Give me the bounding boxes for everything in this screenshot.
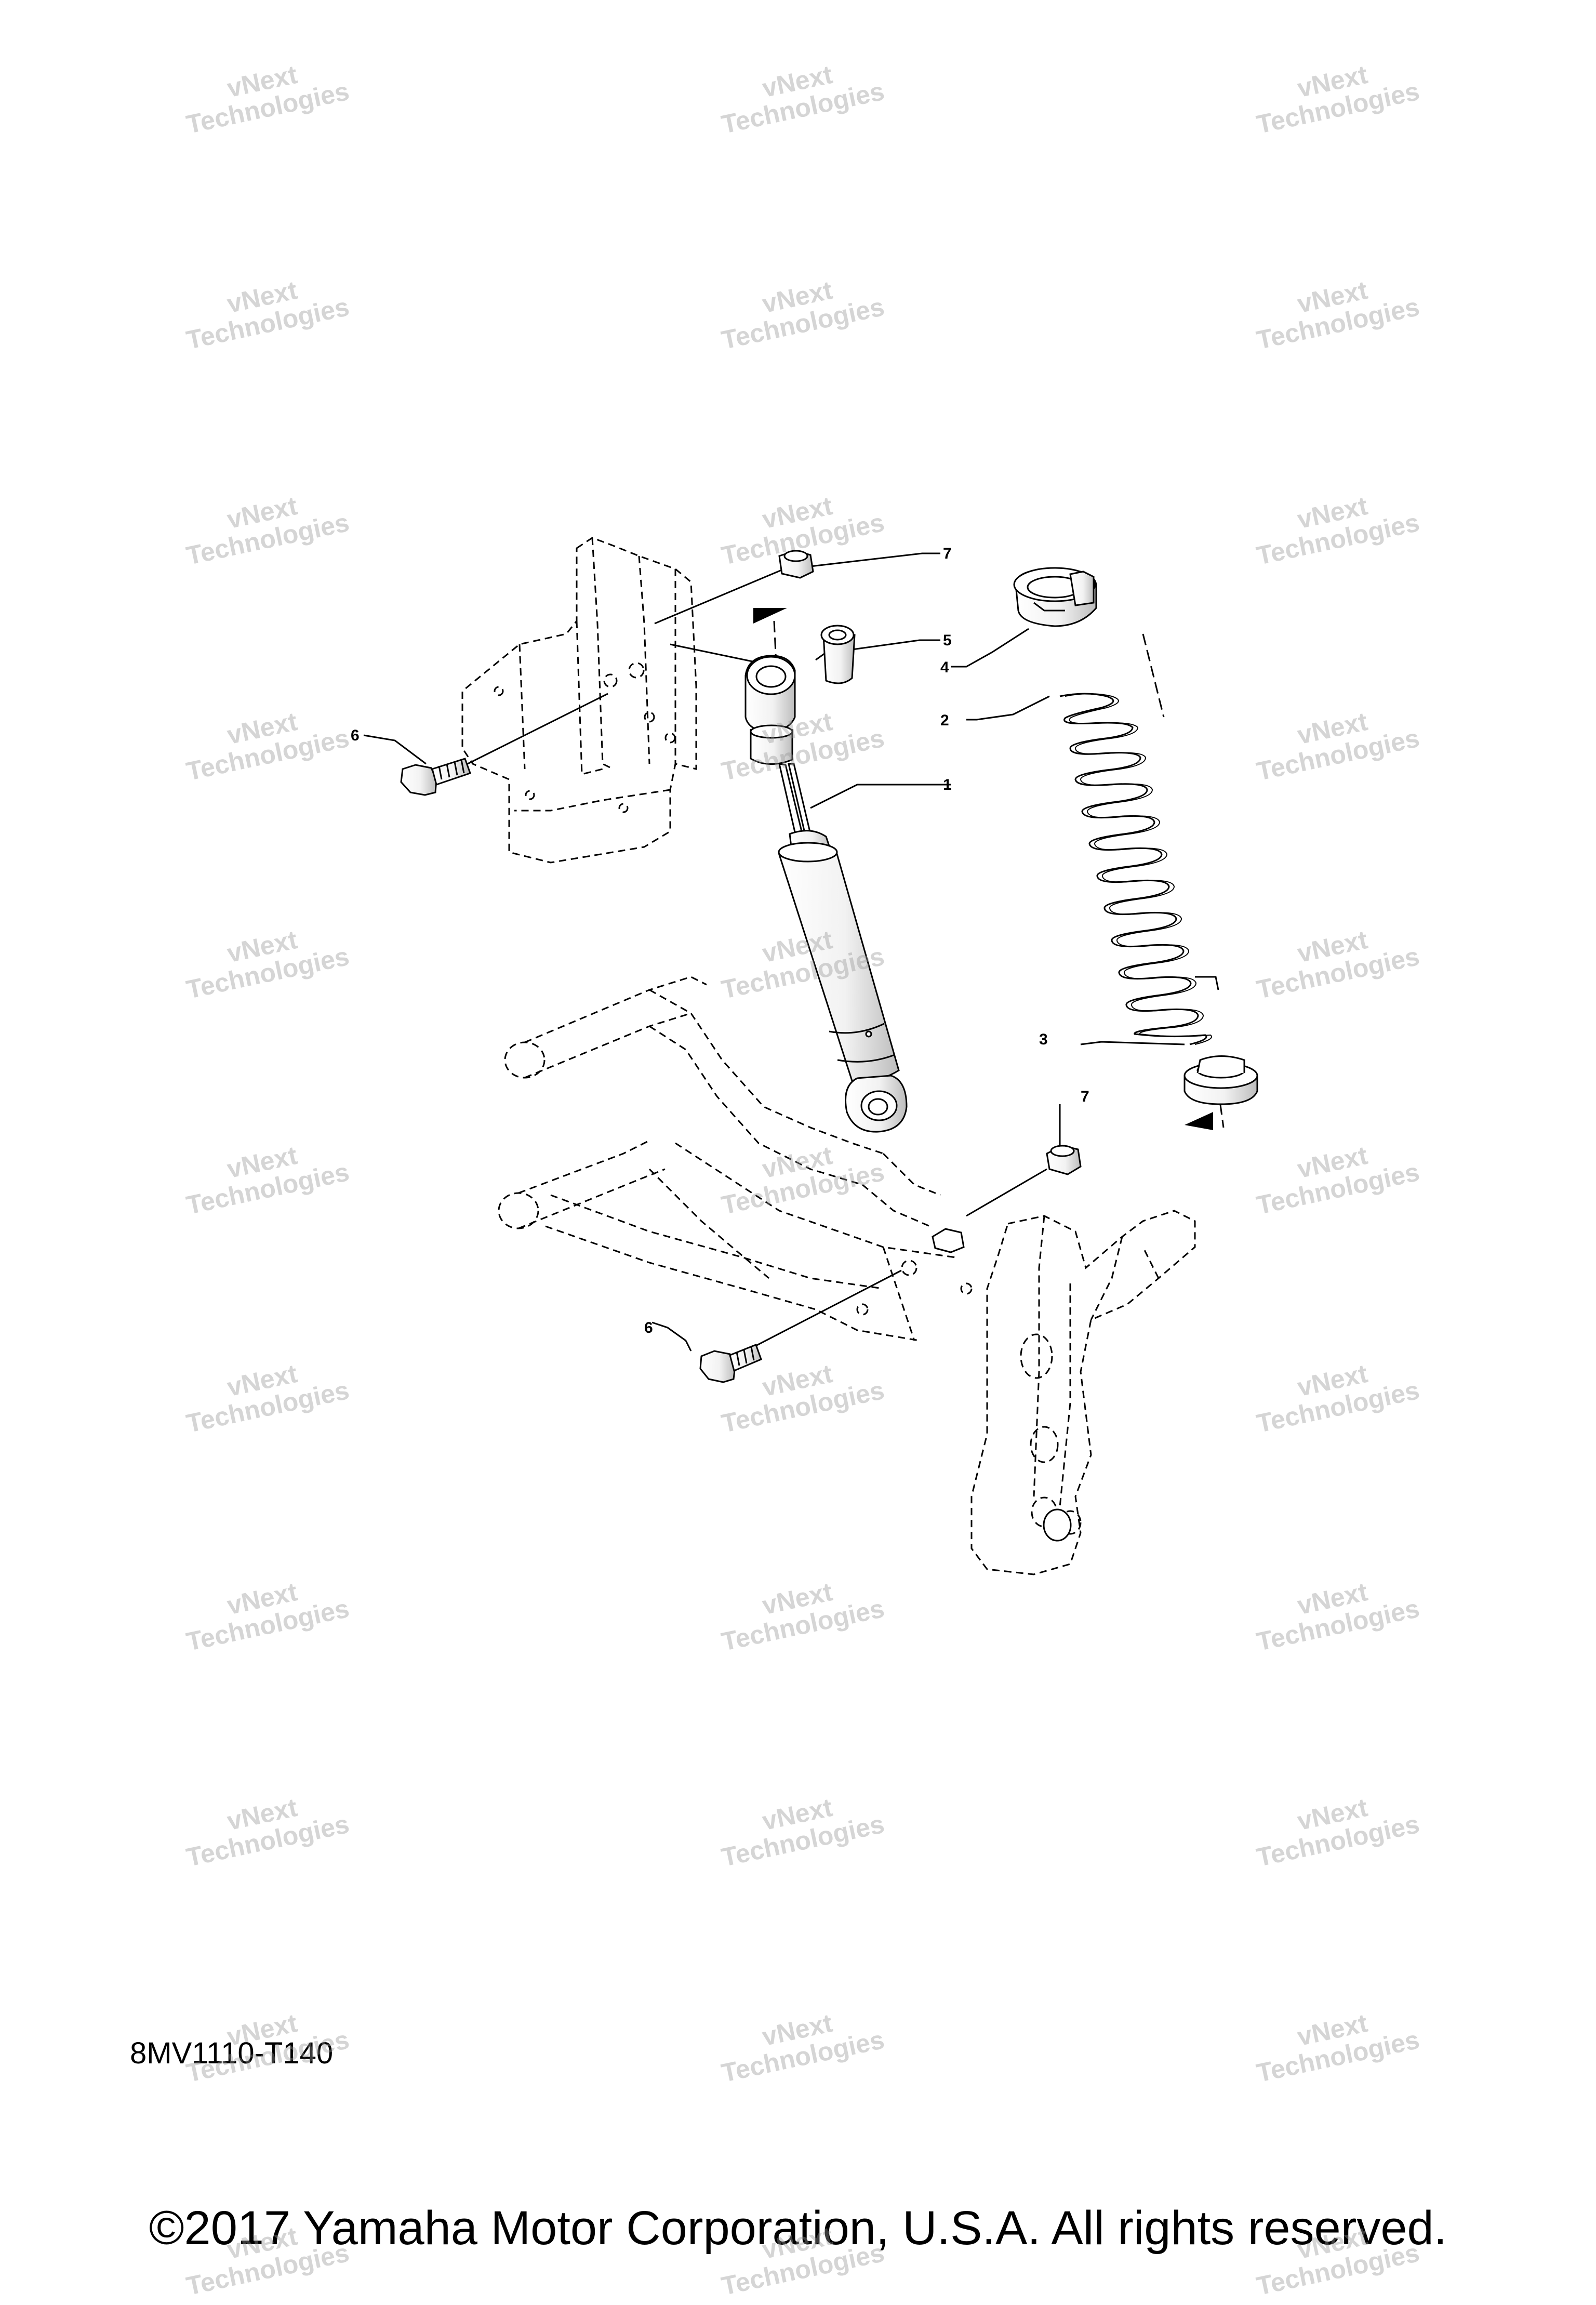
callout-4: 4 — [940, 659, 949, 676]
spring-seat-lower — [1183, 1055, 1258, 1105]
callout-6-bottom: 6 — [644, 1319, 653, 1336]
coil-spring — [1059, 693, 1219, 1045]
a-arm-ball-joint — [932, 1228, 965, 1253]
leader-lines — [363, 552, 1185, 1352]
bolt-top — [400, 758, 471, 796]
nut-top — [778, 550, 814, 579]
steering-knuckle — [970, 1210, 1196, 1575]
drawing-code: 8MV1110-T140 — [130, 2036, 334, 2070]
callout-7-bottom: 7 — [1081, 1088, 1089, 1105]
callout-7-top: 7 — [943, 545, 952, 562]
shock-absorber — [744, 655, 908, 1133]
collar-spacer — [820, 625, 856, 684]
callout-labels: 7 5 4 2 1 6 3 7 6 — [351, 545, 1089, 1336]
callout-5: 5 — [943, 632, 952, 649]
callout-6-top: 6 — [351, 727, 360, 744]
lower-a-arm — [498, 976, 973, 1342]
spring-seat-upper — [1013, 567, 1097, 627]
copyright-notice: ©2017 Yamaha Motor Corporation, U.S.A. A… — [149, 2202, 1447, 2255]
chassis-bracket — [461, 537, 697, 864]
knuckle-hub-boss — [1043, 1508, 1072, 1542]
callout-1: 1 — [943, 776, 952, 793]
reference-arrows — [753, 608, 1213, 1130]
callout-3: 3 — [1039, 1031, 1048, 1048]
nut-bottom — [1046, 1145, 1082, 1175]
bolt-bottom — [699, 1344, 762, 1383]
callout-2: 2 — [940, 712, 949, 729]
